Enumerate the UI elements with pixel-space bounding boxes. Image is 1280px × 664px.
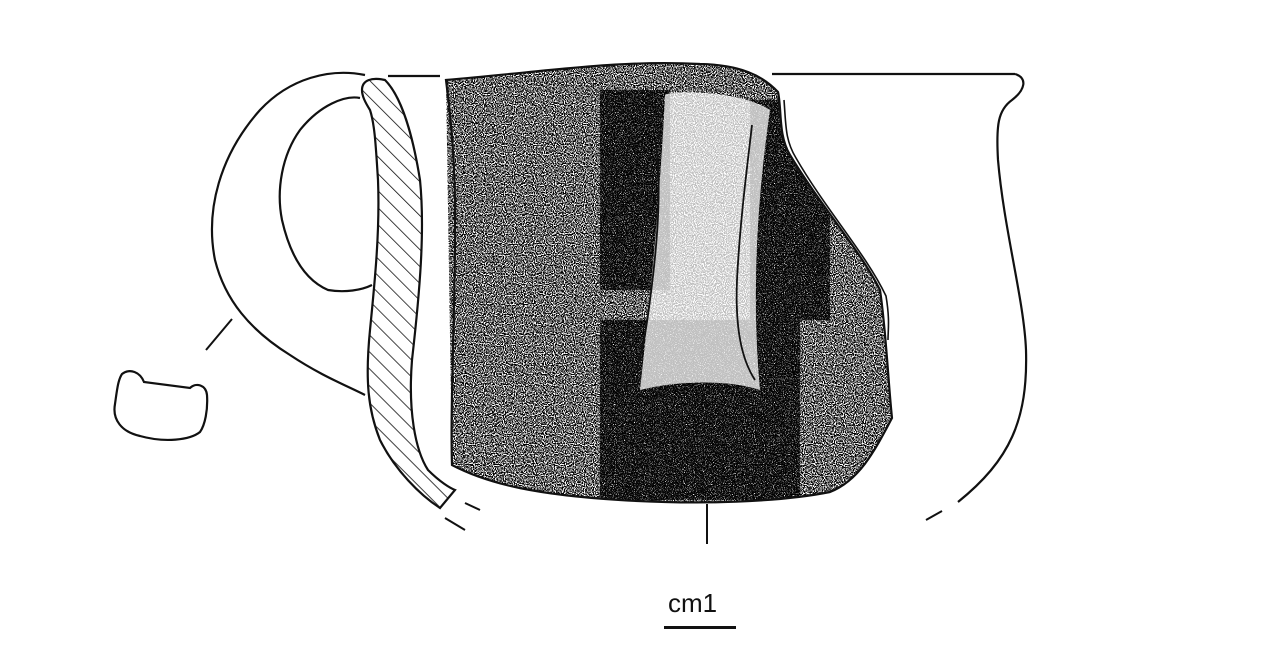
groove-right — [735, 124, 756, 381]
fragment-break-edge — [783, 99, 890, 341]
right-profile-outline — [957, 72, 1028, 503]
dash-left-2 — [444, 517, 466, 531]
groove-left — [635, 139, 660, 371]
handle-cross-section — [113, 370, 209, 442]
handle-inner-opening — [278, 96, 373, 293]
handle-outer-outline — [210, 71, 366, 396]
stippled-fragment-outline — [444, 62, 894, 504]
scale-label: cm1 — [668, 588, 718, 618]
dash-left-1 — [464, 502, 481, 511]
dash-right-base — [925, 510, 943, 521]
wall-section-hatched — [360, 77, 457, 510]
handle-section-pointer — [205, 318, 233, 351]
scale-bar — [664, 626, 736, 629]
stippled-fragment-fill — [446, 63, 892, 503]
